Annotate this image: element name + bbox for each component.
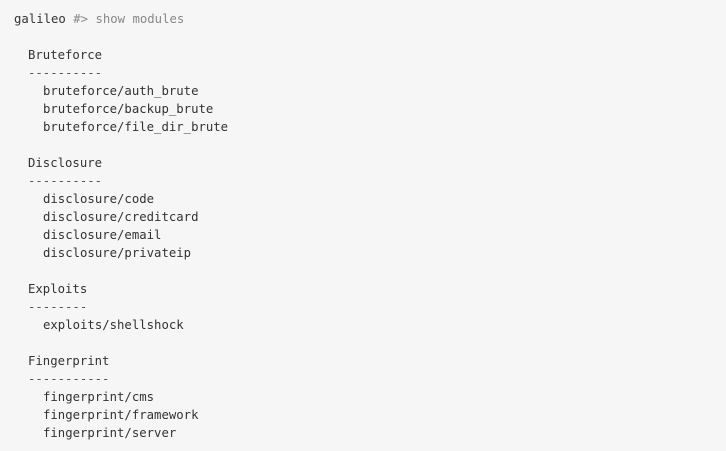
module-item: disclosure/creditcard (43, 210, 199, 224)
module-item: bruteforce/file_dir_brute (43, 120, 229, 134)
prompt-host: galileo (14, 12, 66, 26)
group-rule: ---------- (28, 66, 103, 80)
blank-line (14, 28, 726, 46)
blank-line (14, 262, 726, 280)
group-rule: -------- (28, 300, 88, 314)
module-item: exploits/shellshock (43, 318, 184, 332)
module-item: bruteforce/backup_brute (43, 102, 214, 116)
command-prompt-line: galileo #> show modules (14, 10, 726, 28)
module-item: fingerprint/framework (43, 408, 199, 422)
blank-line (14, 136, 726, 154)
group-title-disclosure: Disclosure (28, 156, 103, 170)
module-item: fingerprint/server (43, 426, 177, 440)
group-title-fingerprint: Fingerprint (28, 354, 110, 368)
prompt-command: show modules (95, 12, 185, 26)
module-item: fingerprint/cms (43, 390, 155, 404)
module-item: disclosure/email (43, 228, 162, 242)
group-title-exploits: Exploits (28, 282, 88, 296)
group-rule: ---------- (28, 174, 103, 188)
module-item: disclosure/code (43, 192, 155, 206)
group-rule: ----------- (28, 372, 110, 386)
module-item: disclosure/privateip (43, 246, 192, 260)
group-title-bruteforce: Bruteforce (28, 48, 103, 62)
module-item: bruteforce/auth_brute (43, 84, 199, 98)
prompt-symbol: #> (73, 12, 89, 26)
module-groups: Bruteforce ---------- bruteforce/auth_brut… (14, 46, 726, 442)
blank-line (14, 334, 726, 352)
